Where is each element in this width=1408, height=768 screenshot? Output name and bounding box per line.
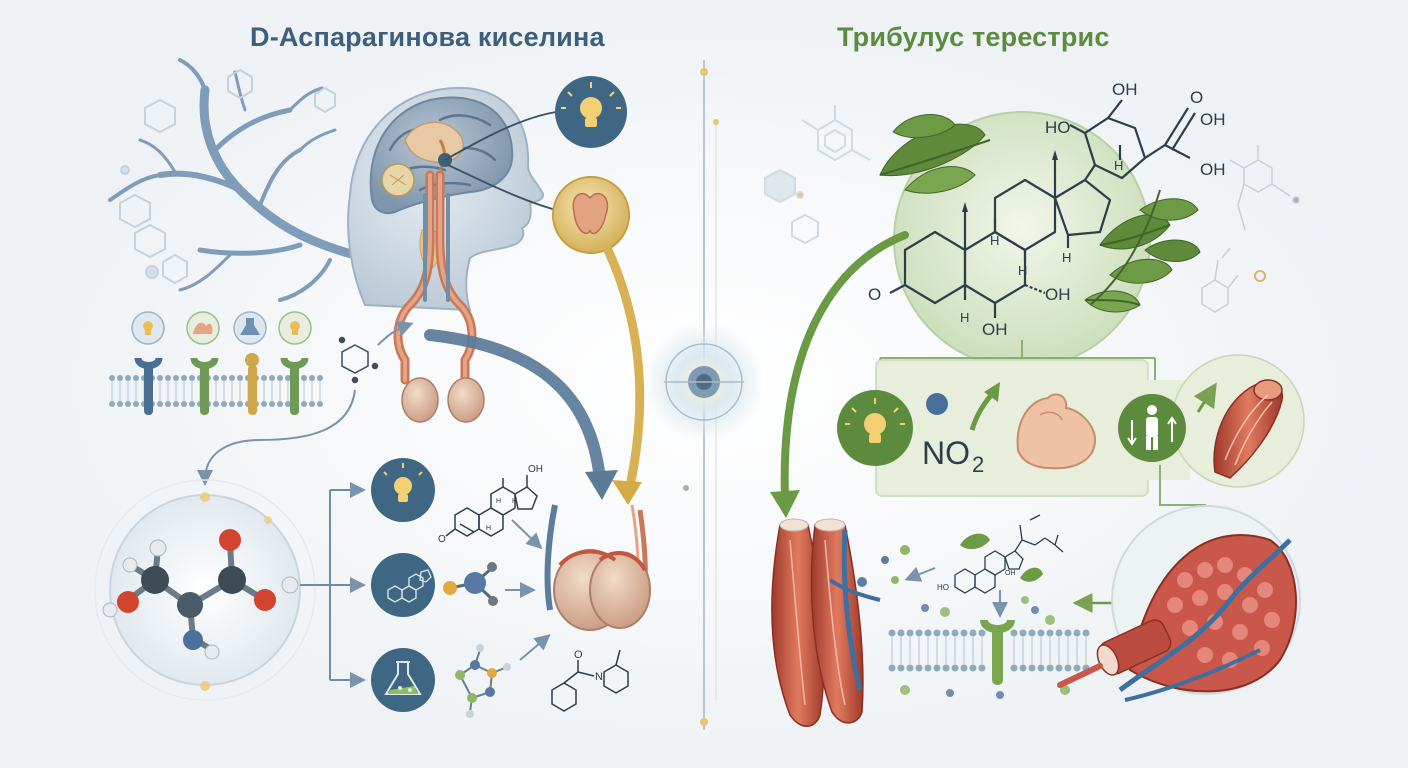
structure-decor-right	[1201, 145, 1300, 313]
leaf-icon	[879, 114, 1201, 313]
testis-left	[401, 377, 439, 423]
steroid-structure-small	[445, 475, 538, 537]
hexagon-decor	[119, 68, 336, 285]
svg-text:HO: HO	[937, 583, 949, 592]
molecule-icon	[94, 479, 316, 701]
center-divider	[644, 60, 764, 730]
muscle-fiber-icon	[1213, 379, 1284, 479]
human-figure-icon	[1118, 394, 1186, 462]
hpg-axis	[393, 170, 477, 385]
muscle-bundle-left	[771, 518, 881, 727]
head-illustration	[347, 86, 544, 312]
svg-text:H: H	[960, 310, 969, 325]
testes-icon	[544, 504, 651, 631]
svg-text:O: O	[868, 285, 881, 304]
receptor-membrane	[109, 311, 323, 415]
muscle-cross-section	[1057, 505, 1301, 702]
small-ball-molecule	[443, 562, 498, 606]
svg-text:OH: OH	[1045, 285, 1071, 304]
svg-text:O: O	[438, 534, 446, 545]
receptor-icon	[134, 353, 309, 415]
svg-text:OH: OH	[1112, 80, 1138, 99]
svg-text:2: 2	[972, 452, 984, 477]
svg-text:H: H	[486, 525, 491, 532]
svg-text:H: H	[990, 233, 999, 248]
svg-text:OH: OH	[1200, 110, 1226, 129]
svg-text:NO: NO	[922, 435, 970, 471]
svg-text:OH: OH	[1200, 160, 1226, 179]
testis-right	[447, 377, 485, 423]
steroid-circle-icon	[371, 553, 435, 617]
svg-text:H: H	[512, 498, 517, 505]
svg-text:OH: OH	[528, 464, 543, 475]
title-tribulus-terrestris: Трибулус терестрис	[837, 22, 1110, 52]
bulb-icon-green	[837, 390, 913, 466]
steroid-structure-right	[954, 514, 1064, 594]
svg-text:H: H	[1062, 250, 1071, 265]
svg-text:N: N	[595, 671, 603, 683]
svg-text:O: O	[574, 649, 583, 661]
svg-text:H: H	[1114, 158, 1123, 173]
svg-text:H: H	[1018, 263, 1027, 278]
svg-text:HO: HO	[1045, 118, 1071, 137]
hexagon-decor-right	[764, 105, 871, 245]
svg-text:H: H	[496, 498, 501, 505]
bulb-icon	[555, 76, 627, 148]
bulb-icon-small	[371, 458, 435, 522]
benzamide-structure	[551, 649, 629, 712]
gland-icon	[552, 176, 630, 254]
membrane-icon	[888, 596, 1090, 699]
flask-icon	[371, 648, 435, 712]
neural-tree	[108, 58, 360, 302]
steroid-skeleton	[889, 99, 1196, 318]
muscle-arm-icon	[1016, 393, 1097, 470]
title-d-aspartic-acid: D-Аспарагинова киселина	[250, 22, 605, 52]
svg-text:OH: OH	[982, 320, 1008, 339]
small-molecule	[338, 336, 379, 384]
blue-dot	[926, 393, 948, 415]
svg-text:O: O	[1190, 88, 1203, 107]
svg-text:OH: OH	[1005, 570, 1016, 577]
